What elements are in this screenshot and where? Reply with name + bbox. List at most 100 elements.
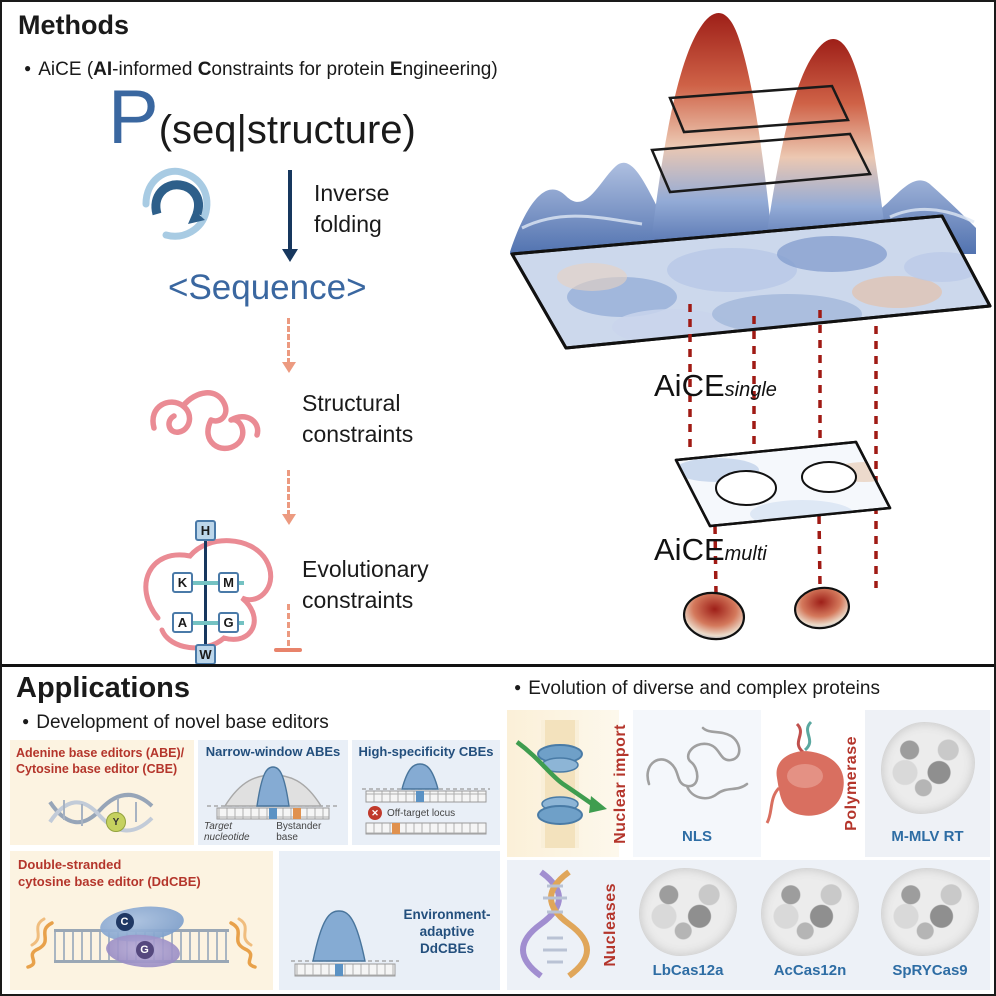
formula-rest: (seq|structure)	[158, 108, 416, 152]
section-divider	[2, 664, 994, 667]
evolutionary-constraints-icon: H K M A G W	[120, 520, 290, 666]
cas-cell-3: SpRYCas9	[873, 860, 987, 990]
lbcas12a-structure	[639, 868, 737, 956]
bullet-glyph: ●	[24, 61, 32, 75]
high-specificity-plot	[362, 763, 490, 803]
dna-double-helix-icon	[520, 869, 590, 979]
deaminase-tag-icon: Y	[106, 812, 126, 832]
aice-multi-label: AiCEmulti	[654, 532, 767, 568]
residue-box-w: W	[195, 644, 216, 665]
high-specificity-title: High-specificity CBEs	[358, 744, 494, 759]
nucleases-panel: Nucleases LbCas12a AcCas12n SpRYCas9	[507, 860, 990, 990]
evolutionary-constraints-label: Evolutionary constraints	[302, 556, 429, 614]
abe-cbe-title-line2: Cytosine base editor (CBE)	[16, 762, 178, 777]
mmlv-rt-label: M-MLV RT	[891, 828, 964, 845]
coupling-link-2	[182, 621, 244, 625]
nuclear-pore-icon	[515, 720, 607, 848]
aice-single-sub: single	[724, 379, 777, 401]
mito-dna-right-icon	[229, 917, 257, 969]
off-target-strip	[365, 822, 487, 835]
polymerase-wrap: Polymerase	[841, 710, 863, 857]
cas-cell-2: AcCas12n	[751, 860, 869, 990]
aice-def-bold-ai: AI	[93, 59, 113, 80]
nucleases-wrap: Nucleases	[599, 860, 623, 990]
residue-box-g: G	[218, 612, 239, 633]
coupling-axis-line	[204, 526, 207, 658]
aice-def-seg: AiCE (	[38, 59, 94, 80]
off-target-x-icon: ✕	[368, 806, 382, 821]
mmlv-rt-structure	[881, 722, 975, 814]
narrow-window-title: Narrow-window ABEs	[205, 744, 341, 759]
env-title-line2: DdCBEs	[419, 940, 474, 956]
flow-dash-3	[287, 604, 290, 646]
off-target-label: Off-target locus	[387, 807, 456, 819]
abe-cbe-panel: Adenine base editors (ABE)/ Cytosine bas…	[10, 740, 194, 845]
aice-multi-sub: multi	[724, 543, 767, 565]
residue-box-h: H	[195, 520, 216, 541]
env-adaptive-title: Environment-adaptive DdCBEs	[397, 907, 497, 958]
proteins-bullet: ● Evolution of diverse and complex protei…	[514, 678, 880, 700]
bystander-base-label: Bystander base	[276, 821, 322, 844]
cas-cell-1: LbCas12a	[629, 860, 747, 990]
base-editors-bullet-text: Development of novel base editors	[36, 712, 329, 733]
bullet-glyph: ●	[514, 680, 522, 694]
protein-evolution-top-panel: Nuclear import NLS Polymerase M-MLV RT	[507, 710, 990, 857]
inverse-folding-label: Inverse folding	[314, 180, 390, 238]
coupling-loop-graphic	[143, 538, 274, 651]
accas12n-label: AcCas12n	[773, 962, 847, 979]
env-adaptive-panel: Environment-adaptive DdCBEs	[279, 851, 500, 990]
nucleases-label-vertical: Nucleases	[602, 883, 619, 967]
mito-dna-left-icon	[26, 917, 54, 969]
nuclear-import-label: Nuclear import	[612, 723, 629, 844]
polymerase-label-vertical: Polymerase	[843, 736, 860, 831]
flow-terminator-bar	[274, 648, 302, 652]
narrow-window-panel: Narrow-window ABEs Target nucleotide Bys…	[198, 740, 348, 845]
aice-def-seg: -informed	[112, 59, 198, 80]
guanine-letter: G	[135, 941, 154, 959]
narrow-window-plot	[207, 766, 339, 820]
ddcbe-panel: Double-stranded cytosine base editor (Dd…	[10, 851, 273, 990]
target-nucleotide-label: Target nucleotide	[204, 821, 250, 844]
aice-def-bold-e: E	[389, 59, 403, 80]
base-editors-bullet: ●Development of novel base editors	[22, 712, 329, 734]
residue-box-a: A	[172, 612, 193, 633]
sprycas9-structure	[881, 868, 979, 956]
nuclear-import-wrap: Nuclear import	[609, 710, 633, 857]
abe-cbe-title-line1: Adenine base editors (ABE)/	[16, 746, 185, 760]
fitness-landscape-plot	[510, 13, 992, 641]
coupling-link-1	[182, 581, 244, 585]
aice-single-label: AiCEsingle	[654, 368, 777, 404]
protein-ribbon-icon	[142, 167, 211, 240]
inverse-folding-arrow	[288, 170, 292, 250]
flow-arrowhead-2	[282, 514, 296, 525]
env-adaptive-plot	[291, 910, 399, 977]
sequence-text: <Sequence>	[168, 268, 367, 307]
ddcbe-icon: C G	[10, 902, 273, 981]
proteins-bullet-text: Evolution of diverse and complex protein…	[528, 678, 880, 699]
dna-helix-icon	[48, 792, 154, 833]
polymerase-icon	[765, 720, 844, 824]
cytosine-letter: C	[115, 913, 134, 931]
aice-def-bold-c: C	[197, 59, 212, 80]
ddcbe-title-line2: cytosine base editor (DdCBE)	[18, 873, 201, 889]
lbcas12a-label: LbCas12a	[652, 962, 724, 979]
structural-constraints-label: Structural constraints	[302, 390, 414, 448]
inverse-folding-arrowhead	[282, 249, 298, 262]
formula-p: P	[108, 75, 159, 160]
aice-single-base: AiCE	[654, 368, 725, 403]
sprycas9-label: SpRYCas9	[892, 962, 968, 979]
applications-title: Applications	[16, 672, 191, 704]
probability-formula: P(seq|structure)	[108, 80, 416, 156]
residue-box-m: M	[218, 572, 239, 593]
ddcbe-title-line1: Double-stranded	[18, 857, 122, 872]
structural-constraints-icon	[150, 390, 261, 452]
high-specificity-panel: High-specificity CBEs ✕ Off-target locus	[352, 740, 500, 845]
methods-title: Methods	[18, 10, 129, 40]
flow-dash-1	[287, 318, 290, 364]
residue-box-k: K	[172, 572, 193, 593]
aice-def-seg: ngineering)	[402, 59, 498, 80]
env-title-line1: Environment-adaptive	[403, 907, 491, 939]
aice-multi-base: AiCE	[654, 532, 725, 567]
flow-dash-2	[287, 470, 290, 516]
